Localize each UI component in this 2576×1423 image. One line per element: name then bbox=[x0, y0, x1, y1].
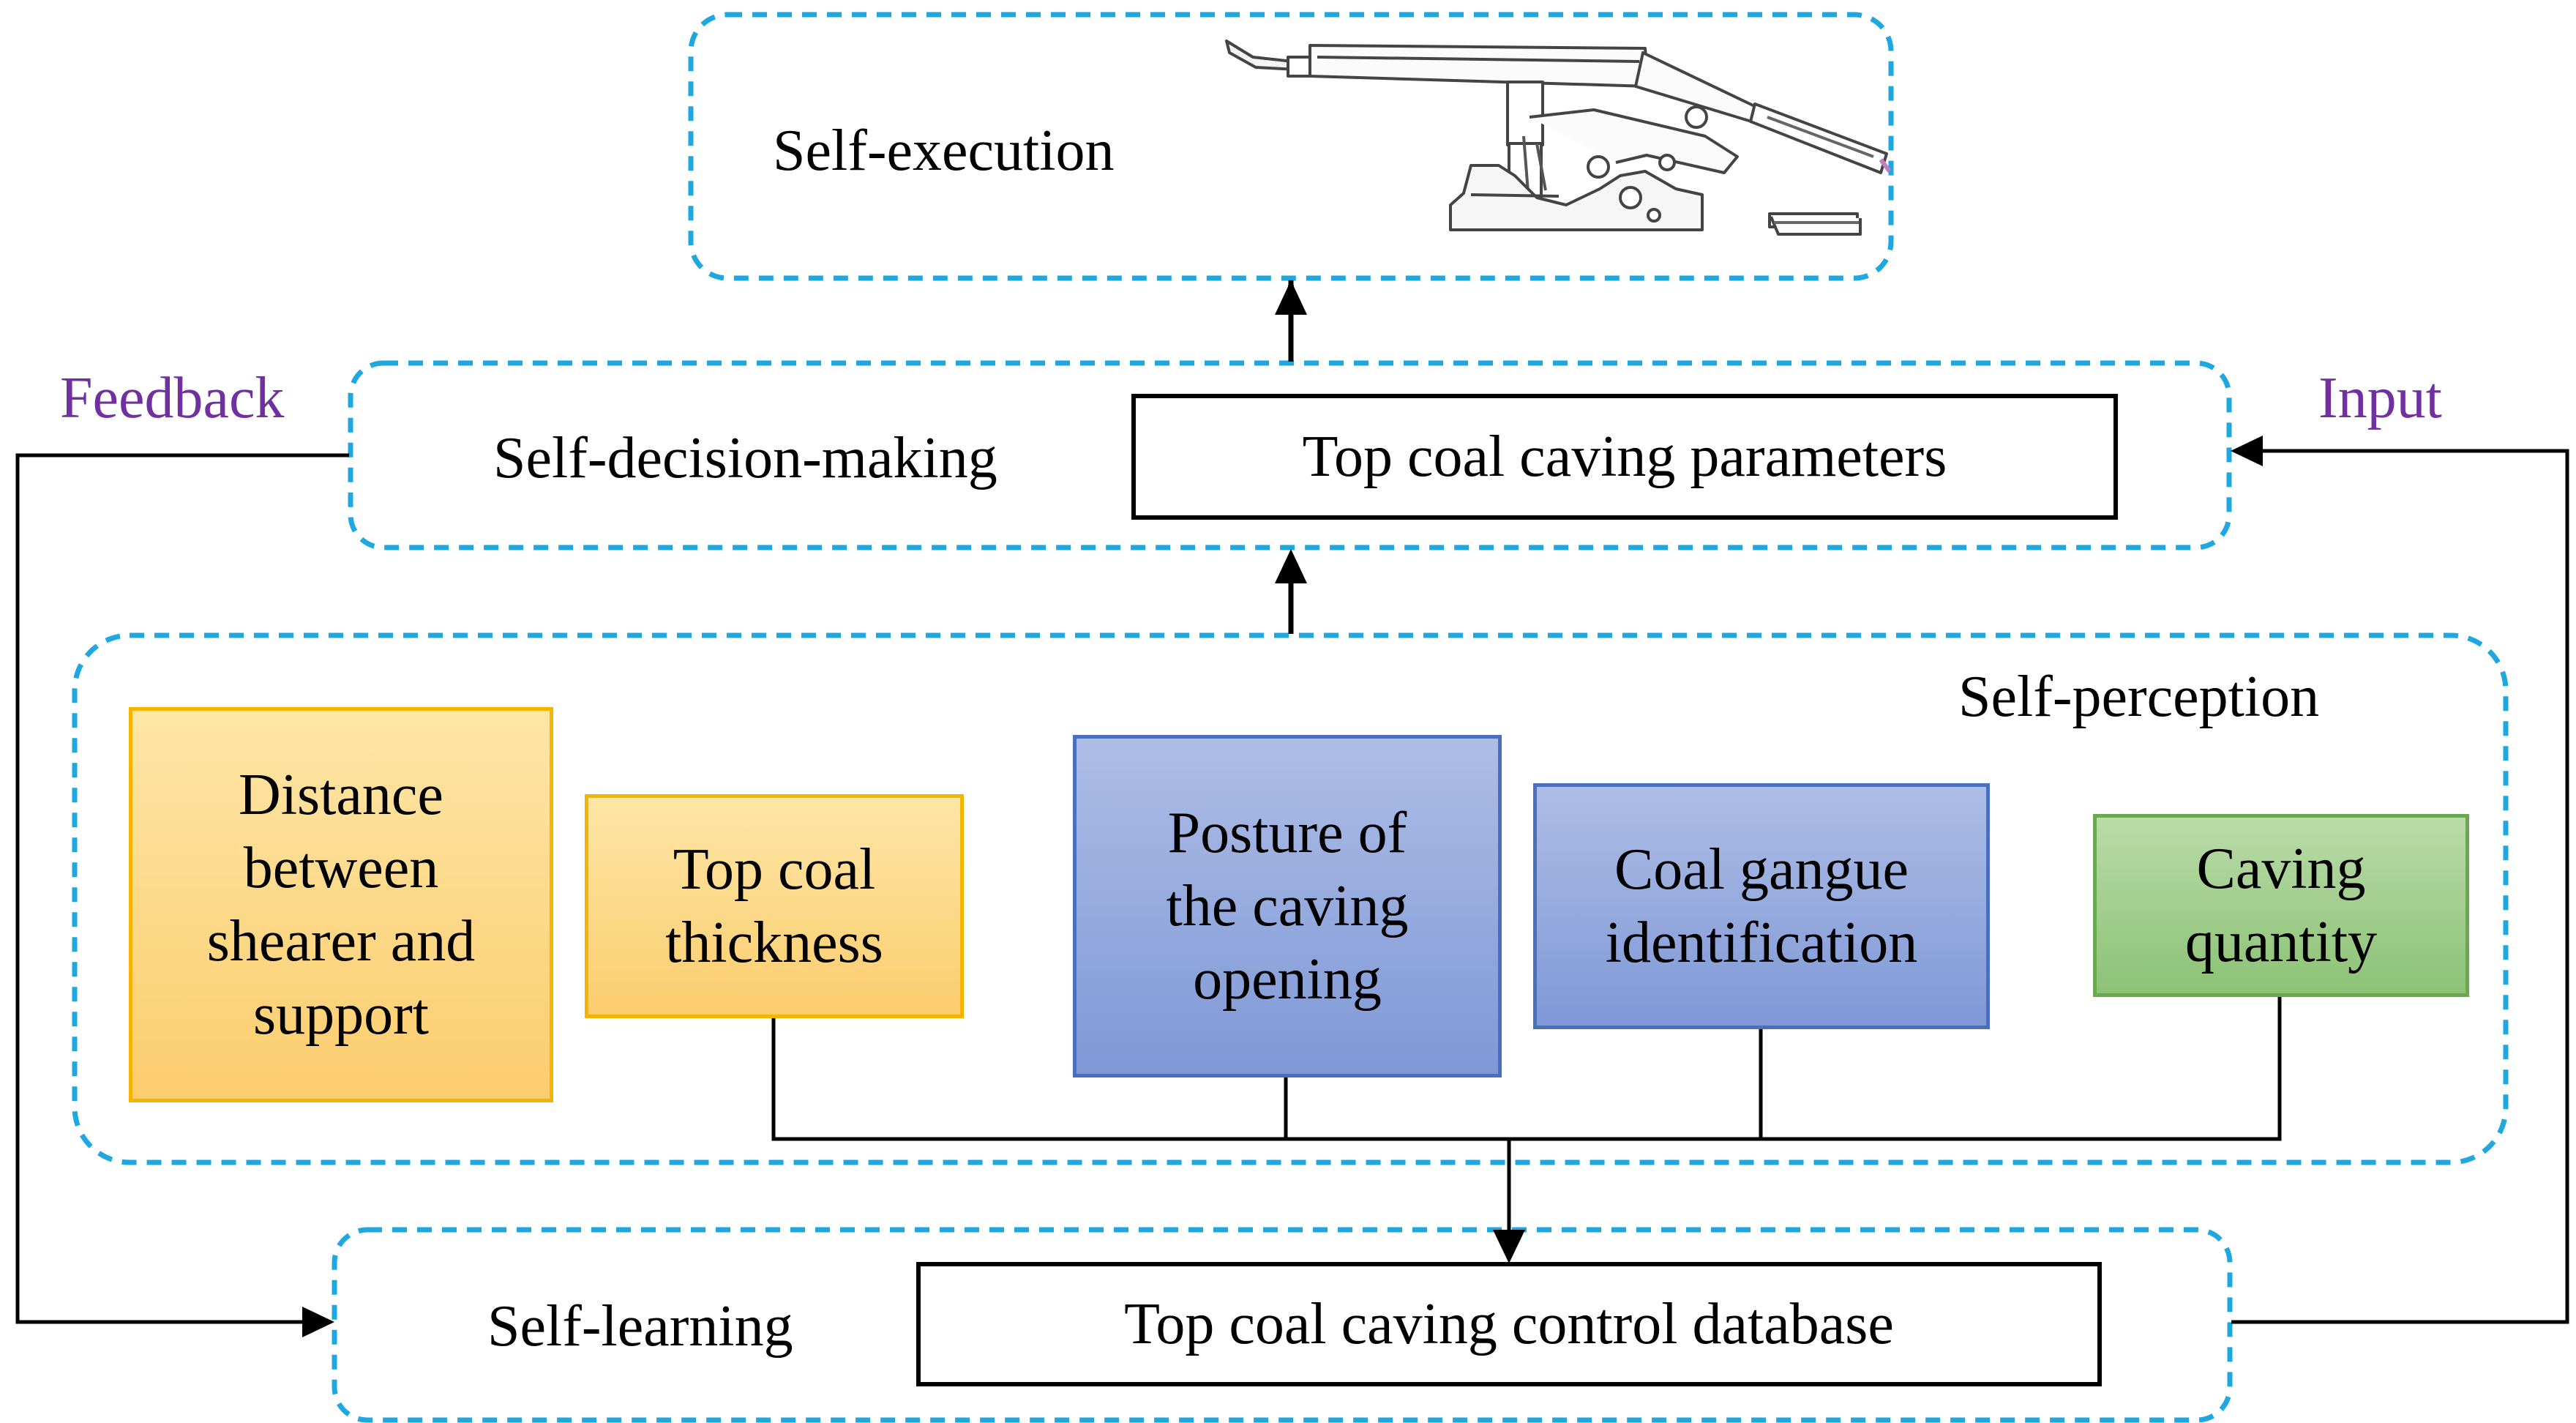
factor-thickness-box: Top coal thickness bbox=[585, 794, 964, 1018]
factor-thickness-text: Top coal thickness bbox=[665, 837, 883, 975]
factor-gangue-box: Coal gangue identification bbox=[1533, 783, 1990, 1029]
factor-caving-quantity-box: Caving quantity bbox=[2093, 814, 2469, 997]
factor-gangue-text: Coal gangue identification bbox=[1605, 837, 1918, 975]
self-execution-container bbox=[688, 12, 1894, 281]
parameters-box-text: Top coal caving parameters bbox=[1302, 425, 1947, 489]
factor-posture-box: Posture of the caving opening bbox=[1073, 735, 1502, 1077]
database-box: Top coal caving control database bbox=[916, 1262, 2102, 1386]
self-learning-container bbox=[332, 1227, 2233, 1423]
parameters-box: Top coal caving parameters bbox=[1131, 394, 2118, 520]
input-line bbox=[2231, 449, 2569, 1324]
feedback-label: Feedback bbox=[60, 366, 285, 430]
connector-factor-bus bbox=[771, 994, 2282, 1141]
factor-distance-text: Distance between shearer and support bbox=[206, 763, 476, 1047]
factor-distance-box: Distance between shearer and support bbox=[129, 707, 553, 1102]
database-box-text: Top coal caving control database bbox=[1124, 1292, 1894, 1356]
self-perception-label: Self-perception bbox=[1958, 665, 2320, 729]
feedback-arrow-head bbox=[302, 1307, 334, 1337]
factor-caving-quantity-text: Caving quantity bbox=[2184, 837, 2378, 974]
arrow-head-database bbox=[1493, 1230, 1525, 1263]
feedback-line bbox=[15, 453, 349, 1324]
input-label: Input bbox=[2318, 366, 2442, 430]
self-perception-container bbox=[72, 632, 2509, 1165]
self-decision-container bbox=[348, 360, 2232, 550]
self-execution-label: Self-execution bbox=[773, 119, 1115, 183]
arrow-head-decision bbox=[1275, 549, 1307, 583]
factor-posture-text: Posture of the caving opening bbox=[1166, 801, 1409, 1012]
input-arrow-head bbox=[2231, 436, 2263, 466]
arrow-head-execution bbox=[1275, 280, 1307, 315]
self-decision-making-label: Self-decision-making bbox=[493, 426, 997, 490]
self-learning-label: Self-learning bbox=[487, 1294, 793, 1359]
hydraulic-support-icon bbox=[1225, 40, 1892, 236]
